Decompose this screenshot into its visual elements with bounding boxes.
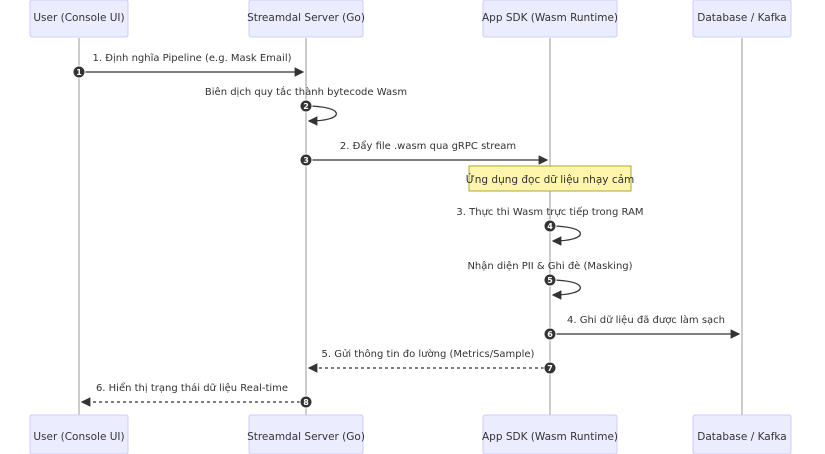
message-arrow [305,105,337,126]
message-label: Biên dịch quy tắc thành bytecode Wasm [205,85,407,98]
message-arrow [549,279,581,300]
sequence-number: 7 [547,364,553,373]
sequence-number-badge [72,65,86,79]
actor-server-top: Streamdal Server (Go) [247,0,365,38]
sequence-number: 4 [547,222,553,231]
actor-label: Database / Kafka [697,12,786,24]
actor-label: User (Console UI) [33,12,124,24]
actor-database-bottom: Database / Kafka [692,414,792,454]
sequence-number: 8 [303,398,309,407]
message-label: 5. Gửi thông tin đo lường (Metrics/Sampl… [322,348,535,360]
actor-sdk-top: App SDK (Wasm Runtime) [482,0,618,38]
actor-label: Database / Kafka [697,431,786,443]
sequence-number-badge [299,395,313,409]
actor-database-top: Database / Kafka [692,0,792,38]
sequence-number: 3 [303,156,309,165]
sequence-number-badge [299,153,313,167]
sequence-number-badge [543,327,557,341]
actor-label: App SDK (Wasm Runtime) [482,431,618,443]
actor-label: App SDK (Wasm Runtime) [482,12,618,24]
sequence-number: 2 [303,102,309,111]
message-4: 3. Thực thi Wasm trực tiếp trong RAM 4 [456,206,644,246]
actor-sdk-bottom: App SDK (Wasm Runtime) [482,414,618,454]
message-label: 2. Đẩy file .wasm qua gRPC stream [340,139,516,152]
message-label: Nhận diện PII & Ghi đè (Masking) [467,260,632,272]
actor-label: User (Console UI) [33,431,124,443]
message-label: 3. Thực thi Wasm trực tiếp trong RAM [456,206,643,218]
sequence-number-badge [543,219,557,233]
actor-server-bottom: Streamdal Server (Go) [247,414,365,454]
sequence-number-badge [543,273,557,287]
actor-user-bottom: User (Console UI) [29,414,129,454]
message-1: 1. Định nghĩa Pipeline (e.g. Mask Email)… [72,53,305,79]
message-label: 4. Ghi dữ liệu đã được làm sạch [567,314,725,326]
actor-label: Streamdal Server (Go) [247,12,365,24]
actor-user-top: User (Console UI) [29,0,129,38]
message-arrow [549,225,581,246]
message-3: 2. Đẩy file .wasm qua gRPC stream 3 [299,139,549,167]
message-7: 5. Gửi thông tin đo lường (Metrics/Sampl… [307,348,557,375]
sequence-number-badge [299,99,313,113]
sequence-number: 1 [76,68,82,77]
message-label: 1. Định nghĩa Pipeline (e.g. Mask Email) [92,53,291,64]
message-label: 6. Hiển thị trạng thái dữ liệu Real-time [96,381,288,394]
message-5: Nhận diện PII & Ghi đè (Masking) 5 [467,260,633,300]
message-6: 4. Ghi dữ liệu đã được làm sạch 6 [543,314,741,341]
message-2: Biên dịch quy tắc thành bytecode Wasm 2 [205,85,407,126]
note-text: Ứng dụng đọc dữ liệu nhạy cảm [466,173,635,186]
actor-label: Streamdal Server (Go) [247,431,365,443]
message-8: 6. Hiển thị trạng thái dữ liệu Real-time… [80,381,313,409]
sequence-number: 6 [547,330,553,339]
sequence-number-badge [543,361,557,375]
note: Ứng dụng đọc dữ liệu nhạy cảm [466,165,635,192]
sequence-number: 5 [547,276,553,285]
